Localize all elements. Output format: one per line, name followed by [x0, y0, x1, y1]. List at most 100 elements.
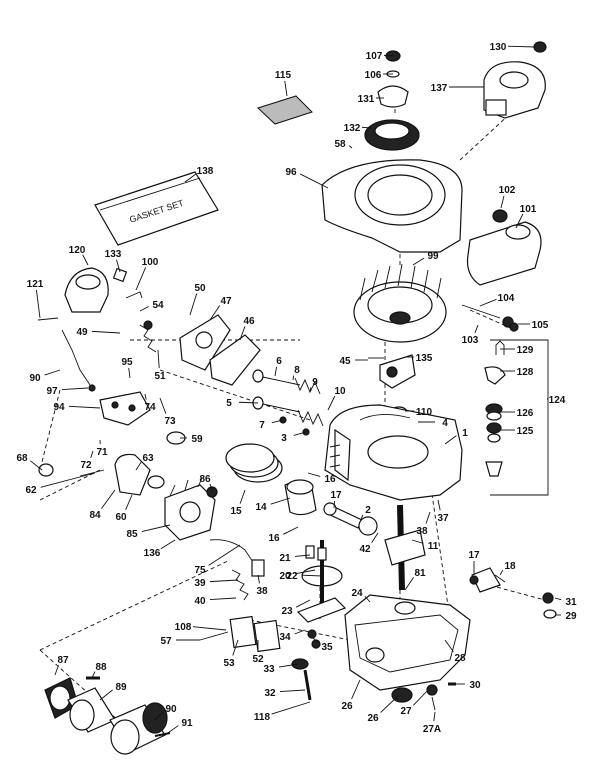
leader-91 — [164, 725, 179, 736]
leader-40 — [209, 597, 237, 601]
leader-7 — [271, 419, 284, 424]
callout-17b: 17 — [468, 550, 480, 561]
leader-26a — [351, 679, 361, 699]
leader-38a — [425, 511, 431, 524]
callout-74: 74 — [144, 402, 156, 413]
callout-105: 105 — [532, 320, 549, 331]
breather-gasket — [209, 334, 261, 386]
callout-28: 28 — [454, 653, 466, 664]
callout-73: 73 — [164, 416, 176, 427]
leader-21 — [294, 554, 311, 557]
leader-49 — [91, 330, 121, 334]
callout-15: 15 — [230, 506, 242, 517]
callout-100: 100 — [142, 257, 159, 268]
leader-5 — [238, 401, 259, 404]
callout-40: 40 — [194, 596, 206, 607]
callout-35: 35 — [321, 642, 333, 653]
leader-16b — [283, 526, 299, 535]
callout-34: 34 — [279, 632, 291, 643]
callout-115: 115 — [275, 70, 292, 81]
flywheel — [353, 263, 447, 343]
connecting-rod — [323, 502, 378, 536]
callout-102: 102 — [499, 185, 516, 196]
callout-126: 126 — [517, 408, 534, 419]
leader-88 — [91, 671, 96, 679]
callout-47: 47 — [220, 296, 232, 307]
leader-34 — [294, 629, 306, 635]
callout-124: 124 — [549, 395, 566, 406]
callout-4: 4 — [442, 418, 448, 429]
leader-90 — [44, 369, 61, 376]
callout-6: 6 — [276, 356, 282, 367]
callout-37: 37 — [437, 513, 449, 524]
callout-38b: 38 — [256, 586, 268, 597]
callout-27A: 27A — [423, 724, 441, 735]
leader-24 — [364, 595, 371, 603]
leader-54 — [139, 306, 149, 312]
callout-18: 18 — [504, 561, 516, 572]
leader-95 — [128, 367, 131, 379]
leader-31 — [554, 597, 562, 601]
gasket-pad — [257, 95, 313, 125]
callout-87: 87 — [57, 655, 69, 666]
dipstick-tube — [291, 629, 321, 701]
callout-46: 46 — [243, 316, 255, 327]
callout-86: 86 — [199, 474, 211, 485]
oil-seal — [391, 687, 413, 703]
leader-75 — [208, 544, 241, 566]
callout-104: 104 — [498, 293, 515, 304]
leader-130 — [507, 45, 536, 48]
engine-block — [324, 404, 463, 501]
callout-32: 32 — [264, 688, 276, 699]
callout-39: 39 — [194, 578, 206, 589]
callout-30: 30 — [469, 680, 481, 691]
leader-108 — [192, 626, 227, 631]
callout-131: 131 — [358, 94, 375, 105]
leader-68 — [30, 460, 43, 471]
leader-37 — [437, 499, 441, 511]
callout-129: 129 — [517, 345, 534, 356]
callout-leaders — [30, 45, 562, 736]
callout-101: 101 — [520, 204, 537, 215]
oil-sump — [344, 594, 471, 691]
leader-133 — [116, 259, 121, 273]
callout-10: 10 — [334, 386, 346, 397]
leader-6 — [274, 366, 278, 377]
callout-90: 90 — [29, 373, 41, 384]
air-cleaner-cap — [377, 50, 409, 108]
leader-115 — [284, 80, 288, 97]
callout-23: 23 — [281, 606, 293, 617]
leader-136 — [160, 539, 176, 550]
spring-51 — [139, 320, 157, 353]
leader-11 — [411, 539, 424, 544]
callout-17a: 17 — [330, 490, 342, 501]
callout-133: 133 — [105, 249, 122, 260]
callout-53: 53 — [223, 658, 235, 669]
governor-link — [61, 329, 96, 392]
bracket-124 — [490, 339, 549, 496]
callout-31: 31 — [565, 597, 577, 608]
callout-8: 8 — [294, 365, 300, 376]
callout-1: 1 — [462, 428, 468, 439]
callout-5: 5 — [226, 398, 232, 409]
leader-100 — [135, 267, 147, 291]
callout-60: 60 — [115, 512, 127, 523]
callout-81: 81 — [414, 568, 426, 579]
crankshaft — [384, 504, 426, 591]
callout-89: 89 — [115, 682, 127, 693]
leader-103 — [474, 324, 479, 334]
leader-50 — [189, 293, 198, 316]
leader-89 — [99, 689, 113, 701]
callout-95: 95 — [121, 357, 133, 368]
leader-28 — [444, 639, 454, 653]
leader-23 — [295, 599, 311, 608]
carb-bracket — [99, 391, 151, 426]
callout-14: 14 — [255, 502, 267, 513]
leader-10 — [327, 395, 336, 411]
muffler-bolts — [461, 304, 519, 332]
leader-132 — [361, 126, 373, 129]
callout-63: 63 — [142, 453, 154, 464]
leader-33 — [278, 663, 299, 668]
ignition-module — [368, 354, 416, 389]
leader-90b — [154, 711, 164, 721]
